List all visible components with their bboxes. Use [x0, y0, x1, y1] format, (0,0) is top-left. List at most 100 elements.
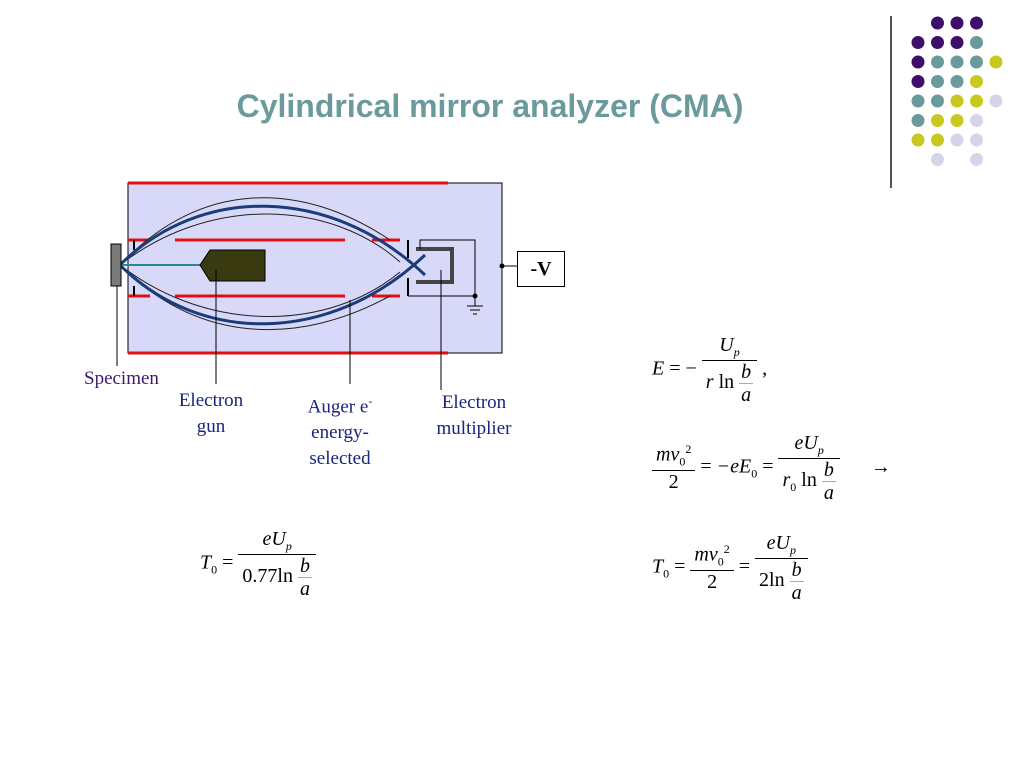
- wire-top: [419, 239, 476, 296]
- e1-equals: =: [669, 357, 681, 380]
- e3-fraction-1: mv02 2: [690, 542, 734, 594]
- decorative-dot: [950, 133, 964, 147]
- e2-equals-2: =: [762, 455, 774, 478]
- decorative-dot: [950, 75, 964, 88]
- label-multiplier-line2: multiplier: [436, 418, 512, 439]
- e4-lhs-sub: 0: [211, 562, 218, 577]
- ground-symbol: [467, 296, 483, 315]
- decorative-vertical-line: [890, 16, 892, 188]
- e3-b: b: [789, 559, 804, 582]
- decorative-dot: [911, 133, 925, 147]
- electron-multiplier: [416, 247, 454, 284]
- e2-b: b: [821, 459, 836, 482]
- e2-den-r-sub: 0: [790, 480, 797, 495]
- e3-f1-num: mv: [694, 543, 718, 566]
- decorative-dot: [950, 16, 964, 30]
- decorative-dot: [931, 114, 944, 127]
- label-auger-line1: Auger e: [307, 396, 369, 418]
- e1-den-r: r: [705, 371, 714, 394]
- trajectory-selected-bottom: [118, 253, 427, 326]
- e1-den-ln: ln: [718, 371, 735, 394]
- e4-den-ln: ln: [277, 565, 293, 588]
- e1-b: b: [739, 361, 754, 384]
- decorative-dot: [931, 94, 944, 108]
- decorative-dot: [950, 36, 964, 49]
- e2-lhs-fraction: mv02 2: [652, 442, 696, 494]
- specimen: [110, 243, 122, 287]
- e3-f1-num-sub: 0: [717, 554, 724, 569]
- decorative-dot: [970, 94, 983, 108]
- decorative-dot-grid: [911, 16, 1003, 166]
- e3-f2-ln: ln: [769, 569, 785, 592]
- e3-f1-den: 2: [707, 570, 718, 593]
- e3-f2-den: 2: [759, 569, 770, 592]
- e2-lhs-num-sub: 0: [679, 454, 686, 469]
- decorative-dot: [911, 114, 925, 127]
- e3-lhs-sub: 0: [663, 566, 670, 581]
- decorative-dot: [950, 94, 964, 108]
- e3-lhs: T: [652, 555, 664, 578]
- slide-title: Cylindrical mirror analyzer (CMA): [236, 88, 744, 124]
- e2-lhs-num: mv: [656, 443, 680, 466]
- decorative-dot: [911, 36, 925, 49]
- trajectory-outer-top: [119, 197, 391, 266]
- e1-lhs: E: [652, 357, 665, 380]
- decorative-dot: [911, 55, 925, 69]
- decorative-dot: [970, 114, 983, 127]
- label-multiplier-line1: Electron: [441, 392, 507, 413]
- decorative-dot: [989, 55, 1003, 69]
- e2-lhs-num-sup: 2: [685, 442, 692, 457]
- e2-lhs-den: 2: [668, 470, 679, 493]
- label-auger-line2: energy-: [311, 422, 369, 444]
- e4-den-coef: 0.77: [242, 565, 278, 588]
- e3-equals-2: =: [738, 555, 751, 578]
- label-electron-gun-line2: gun: [196, 416, 226, 437]
- e2-den-ln: ln: [801, 469, 817, 492]
- decorative-dot: [931, 55, 944, 69]
- e2-den-r: r: [782, 469, 791, 492]
- label-electron-gun: Electron gun: [166, 388, 256, 440]
- decorative-dot: [970, 133, 983, 147]
- e2-equals-1: =: [700, 455, 712, 478]
- decorative-dot: [911, 94, 925, 108]
- e2-rnum: eU: [794, 432, 818, 454]
- decorative-dot: [970, 75, 983, 88]
- e3-a: a: [791, 582, 802, 604]
- e1-minus: −: [685, 357, 697, 380]
- e3-equals-1: =: [674, 555, 686, 578]
- e3-f2-num-sub: p: [789, 543, 796, 557]
- e1-a: a: [741, 384, 752, 406]
- e1-num: U: [719, 334, 734, 356]
- e4-b: b: [297, 555, 312, 578]
- decorative-dot: [931, 75, 944, 88]
- decorative-dot: [970, 153, 983, 166]
- label-auger: Auger e- energy- selected: [290, 388, 390, 472]
- cma-diagram: [110, 181, 517, 390]
- e4-num-sub: p: [285, 539, 292, 553]
- label-auger-sup: -: [368, 394, 373, 408]
- e1-num-sub: p: [733, 345, 740, 359]
- decorative-dot: [989, 94, 1003, 108]
- trajectory-mid-top: [119, 213, 401, 266]
- decorative-dot: [950, 114, 964, 127]
- e4-a: a: [299, 578, 310, 600]
- decorative-dot: [931, 133, 944, 147]
- label-electron-multiplier: Electron multiplier: [422, 390, 526, 442]
- voltage-node: [499, 263, 505, 269]
- e2-arrow: →: [870, 455, 891, 478]
- trajectory-mid-bottom: [119, 264, 401, 317]
- e2-rnum-sub: p: [817, 443, 824, 457]
- e2-mid: −eE: [716, 455, 752, 478]
- e3-f2-num: eU: [766, 532, 790, 554]
- decorative-dot: [931, 153, 944, 166]
